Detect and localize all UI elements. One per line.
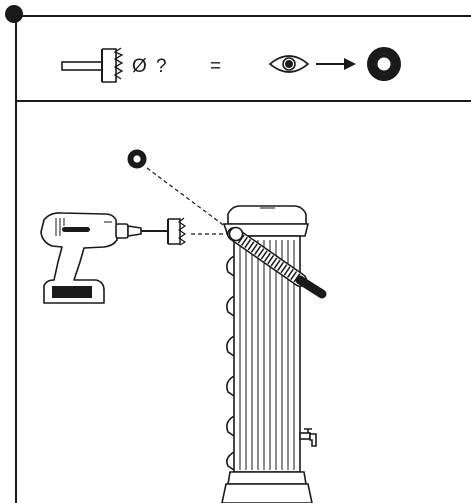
arrow-right-icon bbox=[316, 58, 356, 70]
guide-lines bbox=[146, 167, 231, 235]
diameter-symbol: Ø bbox=[132, 56, 147, 77]
ring-icon bbox=[367, 47, 401, 81]
ring-icon-small bbox=[127, 149, 147, 169]
drain-hose-icon bbox=[227, 226, 327, 299]
tap-icon bbox=[299, 428, 317, 447]
equals-sign: = bbox=[210, 56, 221, 77]
frame bbox=[15, 15, 471, 503]
hole-saw-icon bbox=[167, 217, 187, 246]
question-mark: ? bbox=[156, 56, 167, 77]
corner-dot bbox=[5, 5, 23, 23]
eye-icon bbox=[268, 55, 310, 73]
cordless-drill-icon bbox=[40, 212, 168, 304]
drill-bit-icon bbox=[61, 47, 124, 83]
